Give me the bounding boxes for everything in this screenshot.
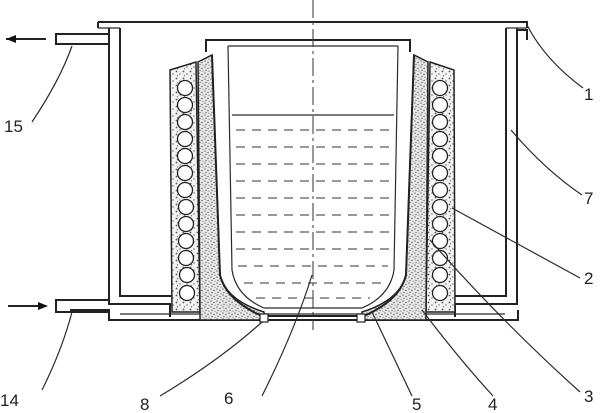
callout-2: 2 <box>584 269 593 288</box>
outer-jacket <box>70 21 528 321</box>
outlet-arrow-icon <box>6 35 16 43</box>
outlet-pipe <box>6 33 109 45</box>
callout-1: 1 <box>584 85 593 104</box>
inlet-arrow-icon <box>38 302 48 310</box>
callout-3: 3 <box>584 387 593 406</box>
inlet-pipe <box>8 299 109 313</box>
leader-lines <box>31 24 584 397</box>
callout-15: 15 <box>4 117 23 136</box>
callout-5: 5 <box>412 395 421 413</box>
callout-7: 7 <box>584 189 593 208</box>
right-coil-column <box>425 60 456 313</box>
callout-14: 14 <box>0 391 19 410</box>
left-coil-column <box>169 60 201 313</box>
right-rim-flange <box>517 29 528 40</box>
callout-8: 8 <box>140 395 149 413</box>
callout-4: 4 <box>488 395 497 413</box>
callout-labels: 1 2 3 4 5 6 7 8 14 15 <box>0 85 593 413</box>
callout-6: 6 <box>224 389 233 408</box>
